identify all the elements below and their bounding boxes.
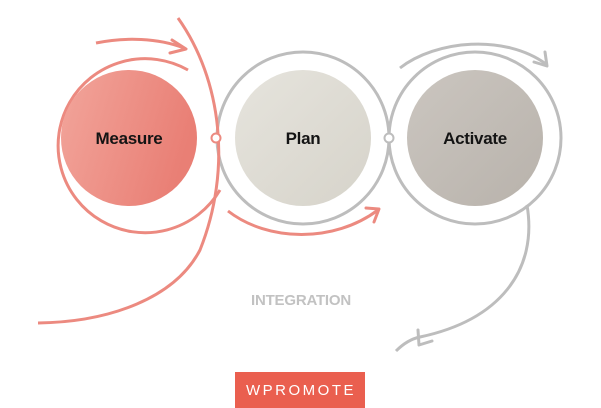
node-label-measure: Measure — [96, 129, 163, 148]
connector-dot-plan-activate — [383, 132, 395, 144]
measure-sweep-curve — [37, 17, 221, 325]
activate-top-arrowhead — [532, 50, 549, 68]
measure-ring-arc — [56, 57, 222, 235]
activate-top-arrow — [399, 42, 547, 70]
connector-dot-measure-plan — [210, 132, 222, 144]
plan-circle — [235, 70, 371, 206]
wpromote-logo: WPROMOTE — [235, 372, 365, 408]
logo-text: WPROMOTE — [246, 381, 356, 399]
plan-bottom-arrow — [227, 208, 379, 236]
measure-top-arrow — [95, 37, 185, 50]
plan-bottom-arrowhead — [364, 206, 381, 224]
activate-sweep-arrowhead — [416, 328, 434, 347]
activate-circle — [407, 70, 543, 206]
measure-circle — [61, 70, 197, 206]
node-label-plan: Plan — [286, 129, 321, 148]
integration-label: INTEGRATION — [251, 292, 351, 309]
activate-sweep-curve — [394, 204, 531, 353]
measure-top-arrowhead — [168, 38, 188, 55]
node-label-activate: Activate — [443, 129, 507, 148]
